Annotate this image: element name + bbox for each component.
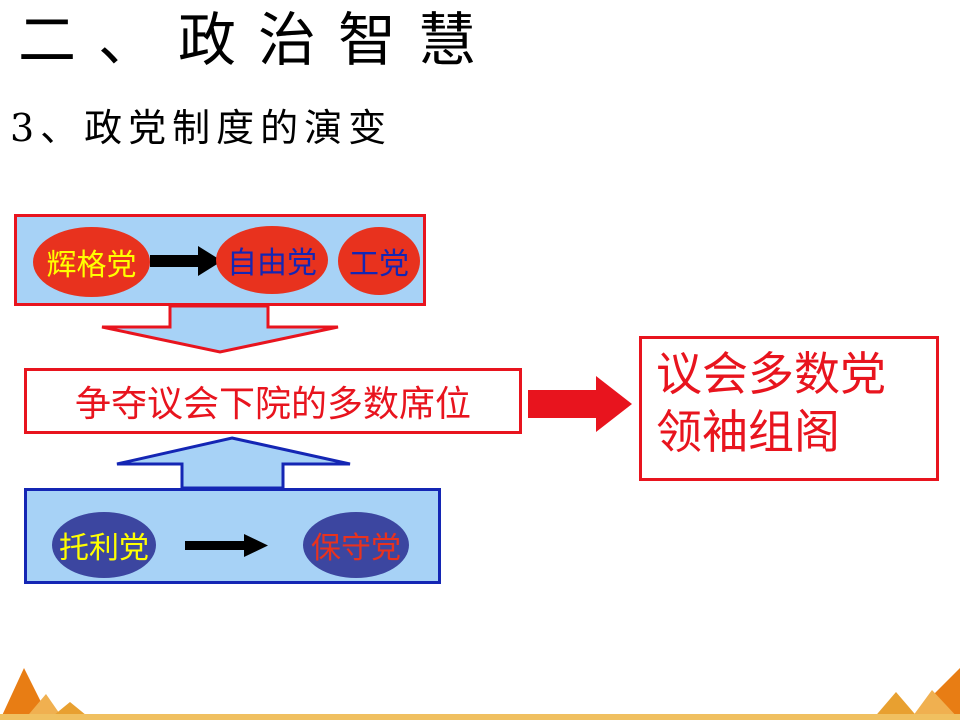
slide-subtitle: 3、政党制度的演变 (10, 106, 393, 150)
decorative-triangles-left (0, 668, 92, 720)
tory-party-label: 托利党 (59, 531, 149, 566)
center-label: 争夺议会下院的多数席位 (74, 384, 471, 425)
oval-whig-party: 辉格党 (33, 227, 150, 297)
oval-tory-party: 托利党 (52, 512, 156, 578)
decorative-triangles-right (872, 668, 960, 720)
whig-to-liberal-arrow (150, 246, 222, 276)
result-line-2: 领袖组阁 (656, 405, 840, 459)
center-label-box: 争夺议会下院的多数席位 (24, 368, 522, 434)
down-block-arrow (101, 304, 339, 354)
red-right-block-arrow (528, 376, 632, 432)
oval-liberal-party: 自由党 (216, 226, 328, 294)
up-block-arrow (116, 436, 351, 490)
whig-party-label: 辉格党 (46, 248, 137, 283)
labour-party-label: 工党 (349, 247, 409, 282)
result-box: 议会多数党 领袖组阁 (639, 336, 939, 481)
conservative-party-label: 保守党 (311, 531, 401, 566)
tory-to-conservative-arrow (185, 534, 268, 557)
oval-conservative-party: 保守党 (303, 512, 409, 578)
result-line-1: 议会多数党 (656, 347, 886, 401)
oval-labour-party: 工党 (338, 227, 420, 295)
liberal-party-label: 自由党 (227, 246, 317, 281)
bottom-edge-stripe (0, 714, 960, 720)
slide-title: 二、政治智慧 (18, 6, 499, 74)
